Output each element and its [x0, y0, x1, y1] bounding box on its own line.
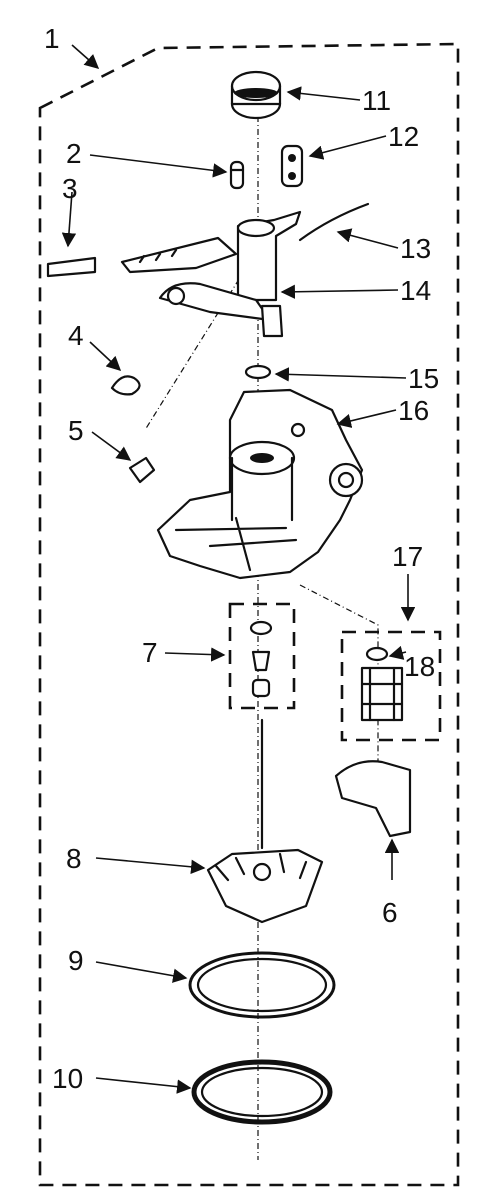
- callout-13: 13: [400, 233, 431, 264]
- callout-9: 9: [68, 945, 84, 976]
- callout-2: 2: [66, 138, 82, 169]
- kit-box-7: [228, 602, 296, 710]
- part-9-ring: [188, 951, 336, 1019]
- callout-18: 18: [404, 651, 435, 682]
- part-17-hinge: [360, 666, 404, 722]
- center-line-side: [299, 584, 379, 800]
- callout-5: 5: [68, 415, 84, 446]
- part-2-pin: [229, 160, 245, 190]
- part-18-washer: [365, 646, 389, 662]
- part-10-ring: [191, 1059, 333, 1125]
- kit-box-17: [340, 630, 442, 742]
- callout-1: 1: [44, 23, 60, 54]
- part-8-impeller: [206, 718, 324, 924]
- part-13-wire: [298, 202, 370, 242]
- part-14-bracket: [120, 210, 302, 338]
- part-12-clip: [280, 144, 304, 188]
- callout-7: 7: [142, 637, 158, 668]
- part-5-clip: [128, 456, 156, 484]
- part-16-gearcase: [156, 388, 364, 580]
- callout-8: 8: [66, 843, 82, 874]
- part-15-washer: [244, 364, 272, 380]
- leader-lines: [61, 44, 416, 1094]
- callout-6: 6: [382, 897, 398, 928]
- part-6-bracket: [334, 760, 412, 838]
- part-3-pad: [46, 256, 97, 278]
- callout-12: 12: [388, 121, 419, 152]
- callout-11: 11: [362, 85, 391, 116]
- callout-16: 16: [398, 395, 429, 426]
- callout-3: 3: [62, 173, 78, 204]
- callout-15: 15: [408, 363, 439, 394]
- callout-4: 4: [68, 320, 84, 351]
- assembly-border: [38, 42, 460, 1187]
- callout-10: 10: [52, 1063, 83, 1094]
- callout-14: 14: [400, 275, 431, 306]
- part-11-pulley: [230, 70, 282, 120]
- callout-17: 17: [392, 541, 423, 572]
- part-7-kit: [249, 620, 273, 698]
- part-4-clip: [110, 375, 141, 396]
